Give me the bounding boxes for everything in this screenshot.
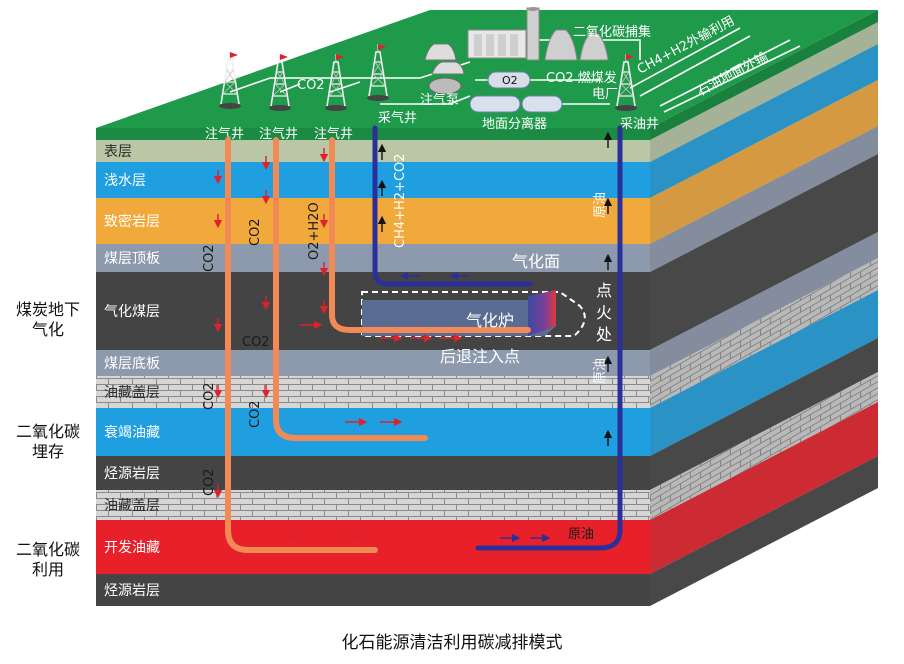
side-label-storage: 二氧化碳 埋存 bbox=[6, 422, 90, 462]
layer-side-3 bbox=[650, 80, 878, 244]
surface-separator bbox=[469, 95, 563, 113]
layer-side-11 bbox=[650, 402, 878, 574]
layer-side-5 bbox=[650, 154, 878, 350]
well-label-3: 注气井 bbox=[314, 126, 353, 142]
co2-label-pipe1: CO2 bbox=[202, 244, 217, 272]
o2-h2o-injection-pipe bbox=[329, 137, 531, 333]
flow-arrows bbox=[213, 131, 613, 543]
injection-pipes bbox=[225, 137, 531, 553]
layer-side-1 bbox=[650, 22, 878, 162]
well-label-5: 采油井 bbox=[620, 117, 659, 132]
layer-side-2 bbox=[650, 44, 878, 198]
ignition-point-char-3: 处 bbox=[596, 325, 612, 344]
layer-label-7: 油藏盖层 bbox=[104, 385, 160, 401]
layer-label-2: 浅水层 bbox=[104, 173, 146, 189]
o2-tank: O2 bbox=[487, 71, 531, 89]
production-pipes bbox=[372, 125, 623, 551]
layer-side-12 bbox=[650, 456, 878, 606]
well-label-4: 采气井 bbox=[378, 110, 417, 126]
layer-side-8 bbox=[650, 290, 878, 456]
side-label-storage-text: 二氧化碳 埋存 bbox=[15, 422, 80, 461]
side-label-ucg-text: 煤炭地下 气化 bbox=[15, 300, 80, 339]
crude-oil-label-1: 原油 bbox=[593, 192, 608, 218]
layer-label-11: 开发油藏 bbox=[104, 540, 160, 556]
side-shading bbox=[650, 22, 878, 606]
co2-label-coal: CO2 bbox=[242, 335, 270, 350]
layer-label-3: 致密岩层 bbox=[104, 213, 160, 230]
layer-front-12 bbox=[96, 574, 650, 606]
co2-injection-pipe-depleted bbox=[273, 137, 428, 441]
derrick-5 bbox=[615, 54, 637, 111]
well-derricks bbox=[219, 44, 637, 111]
gas-pump-label: 注气泵 bbox=[420, 92, 459, 108]
co2-injection-pipe-deep bbox=[225, 137, 378, 553]
layer-side-4 bbox=[650, 126, 878, 272]
layer-label-8: 衰竭油藏 bbox=[104, 424, 160, 441]
retreat-point-label: 后退注入点 bbox=[440, 347, 520, 366]
ground-edge-side bbox=[650, 10, 878, 140]
power-plant-label-2: 电厂 bbox=[592, 87, 618, 102]
co2-capture-plant bbox=[467, 7, 609, 61]
side-label-utilization-text: 二氧化碳 利用 bbox=[15, 540, 80, 579]
gas-production-pipe bbox=[372, 125, 533, 287]
layer-side-10 bbox=[650, 372, 878, 520]
layer-front-9 bbox=[96, 456, 650, 490]
separator-label: 地面分离器 bbox=[482, 116, 547, 132]
layer-side-faces bbox=[650, 22, 878, 606]
layer-label-4: 煤层顶板 bbox=[104, 251, 160, 267]
side-label-utilization: 二氧化碳 利用 bbox=[6, 540, 90, 580]
derrick-1 bbox=[219, 52, 241, 109]
o2-h2o-label: O2+H2O bbox=[307, 202, 322, 260]
layer-label-9: 烃源岩层 bbox=[104, 466, 160, 482]
ignition-point-char-2: 火 bbox=[596, 303, 612, 322]
derrick-4 bbox=[367, 44, 389, 101]
o2-tank-label: O2 bbox=[502, 74, 518, 87]
ch4-h2-co2-label: CH4+H2+CO2 bbox=[393, 153, 408, 248]
oil-production-pipe bbox=[475, 125, 623, 551]
layer-label-10: 油藏盖层 bbox=[104, 498, 160, 514]
layer-front-10 bbox=[96, 490, 650, 520]
gasification-face-label: 气化面 bbox=[512, 252, 560, 271]
co2-label-source: CO2 bbox=[202, 468, 217, 496]
layer-label-6: 煤层底板 bbox=[104, 356, 160, 372]
power-plant-label-1: CO2 燃煤发 bbox=[546, 70, 617, 86]
layer-front-6 bbox=[96, 350, 650, 376]
ignition-point-label: 点 火 处 bbox=[596, 281, 612, 344]
layer-label-5: 气化煤层 bbox=[104, 304, 160, 320]
ignition-point-char-1: 点 bbox=[596, 281, 612, 300]
co2-surface-label: CO2 bbox=[297, 78, 325, 93]
well-label-2: 注气井 bbox=[259, 126, 298, 142]
derrick-3 bbox=[325, 54, 347, 111]
ground-surface bbox=[96, 10, 878, 128]
crude-oil-label-3: 原油 bbox=[568, 527, 594, 542]
co2-capture-label: 二氧化碳捕集 bbox=[573, 24, 651, 40]
co2-label-pipe2: CO2 bbox=[248, 218, 263, 246]
layer-front-7 bbox=[96, 376, 650, 408]
co2-label-caprock: CO2 bbox=[202, 382, 217, 410]
layer-side-9 bbox=[650, 338, 878, 490]
derrick-2 bbox=[269, 54, 291, 111]
layer-side-6 bbox=[650, 232, 878, 376]
layer-front-8 bbox=[96, 408, 650, 456]
side-label-ucg: 煤炭地下 气化 bbox=[6, 300, 90, 340]
layer-side-7 bbox=[650, 258, 878, 408]
crude-oil-label-2: 原油 bbox=[593, 358, 608, 384]
layer-label-1: 表层 bbox=[104, 144, 132, 160]
layer-label-12: 烃源岩层 bbox=[104, 583, 160, 599]
well-label-1: 注气井 bbox=[205, 126, 244, 142]
co2-label-pipe2b: CO2 bbox=[248, 400, 263, 428]
power-plant bbox=[424, 43, 465, 95]
gasification-cavity bbox=[361, 290, 586, 337]
gasifier-label: 气化炉 bbox=[466, 311, 514, 330]
figure-caption: 化石能源清洁利用碳减排模式 bbox=[341, 633, 563, 653]
